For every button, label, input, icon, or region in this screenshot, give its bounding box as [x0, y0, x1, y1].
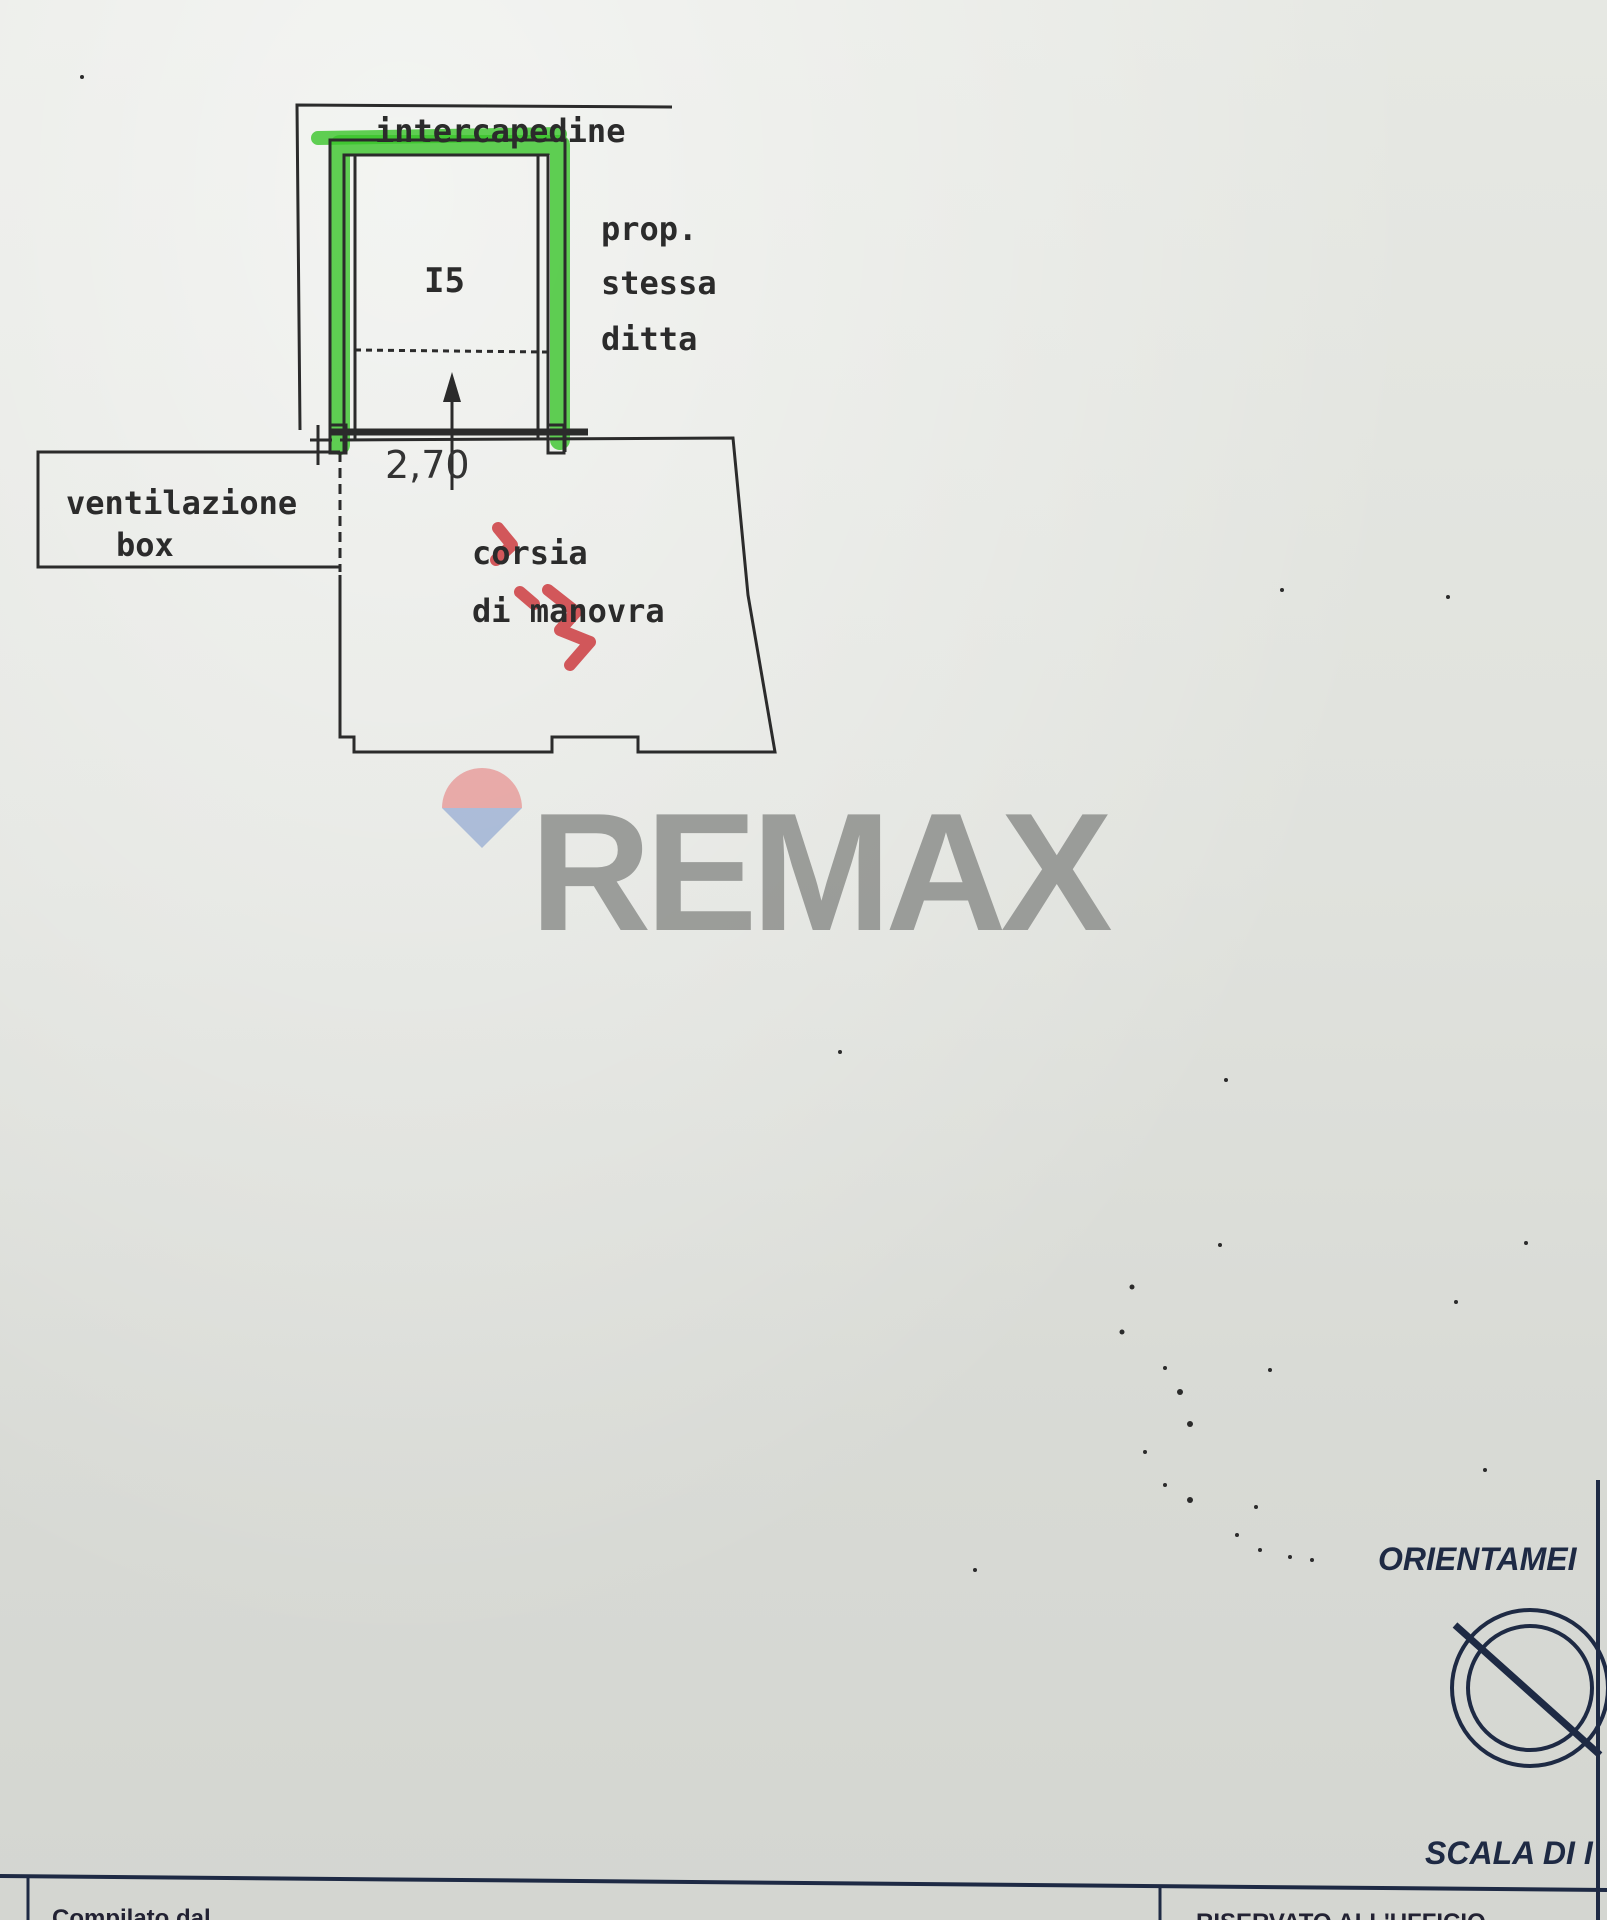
- label-dimension: 2,70: [385, 443, 470, 487]
- label-corsia-line1: corsia: [472, 534, 588, 572]
- label-intercapedine: intercapedine: [375, 112, 625, 150]
- label-corsia-line2: di manovra: [472, 592, 665, 630]
- label-unit-number: I5: [424, 261, 465, 301]
- label-prop-line2: stessa: [601, 264, 717, 302]
- orientation-label: ORIENTAMEI: [1378, 1541, 1578, 1577]
- footer-table: [0, 1874, 1607, 1920]
- red-mark: [490, 522, 596, 671]
- label-ventilazione-line1: ventilazione: [66, 484, 297, 522]
- corsia-area: [338, 436, 777, 754]
- ventilazione-area: [36, 450, 342, 572]
- intercapedine-outline: [295, 103, 673, 431]
- remax-watermark: REMAX: [442, 768, 1118, 966]
- wall-ticks: [310, 425, 332, 465]
- scale-label: SCALA DI I: [1425, 1835, 1594, 1871]
- label-prop-line1: prop.: [601, 210, 697, 248]
- label-prop-line3: ditta: [601, 320, 697, 358]
- balloon-bottom-icon: [442, 808, 522, 848]
- watermark-text: REMAX: [530, 778, 1112, 966]
- footer-reserved-label: RISERVATO ALL'UFFICIO: [1196, 1909, 1486, 1920]
- garage-door: [330, 348, 588, 436]
- label-ventilazione-line2: box: [116, 526, 174, 564]
- dotted-arc: [80, 75, 1528, 1572]
- compass-icon: [1450, 1608, 1607, 1768]
- balloon-top-icon: [442, 768, 522, 808]
- footer-compiled-label: Compilato dal: [52, 1905, 211, 1920]
- green-highlight: [311, 127, 570, 455]
